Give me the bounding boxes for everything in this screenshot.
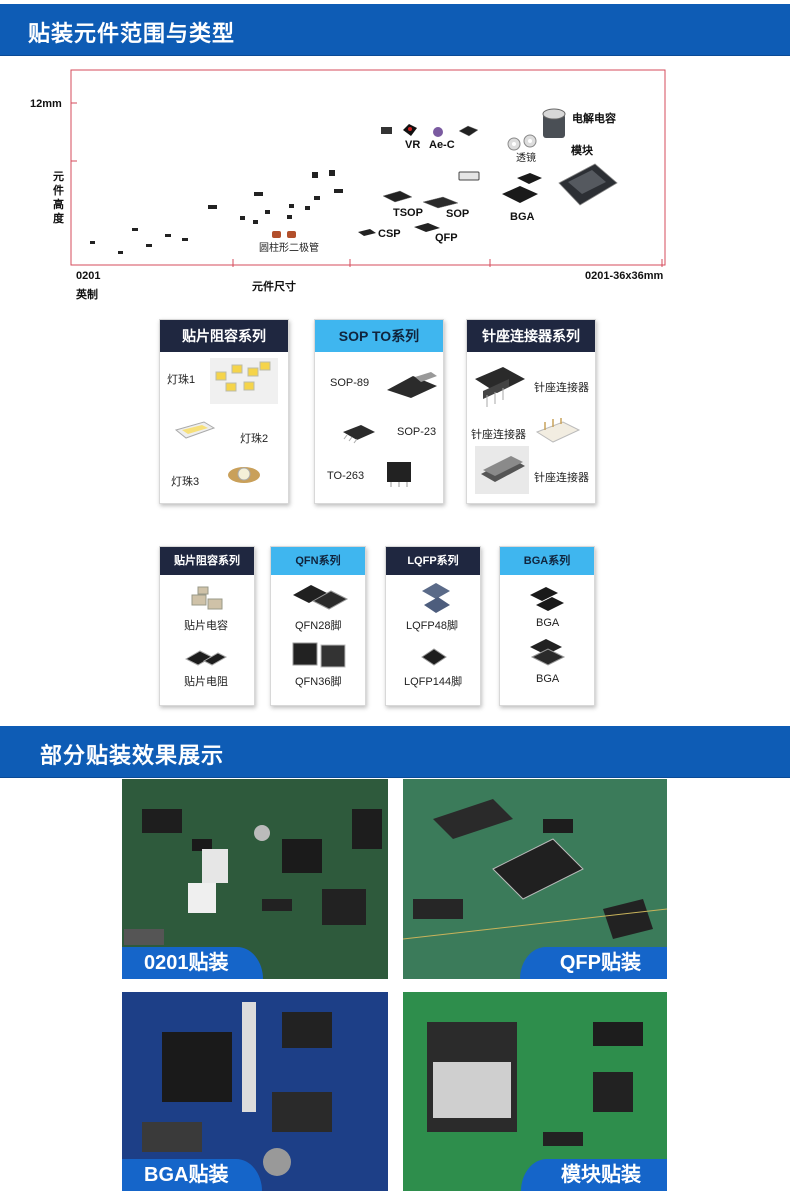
card-sop-to-series: SOP TO系列 SOP-89 SOP-23 TO-263	[314, 319, 444, 504]
item-label: LQFP144脚	[404, 676, 463, 688]
card-title: QFN系列	[271, 547, 365, 575]
sop-chip-icon	[422, 196, 459, 209]
item-label: BGA	[536, 673, 560, 685]
card-lqfp-series: LQFP系列 LQFP48脚 LQFP144脚	[385, 546, 481, 706]
component-range-chart: 12mm 元 件 高 度 0201 英制 元件尺寸 0201-36x36mm 圆…	[30, 69, 666, 301]
photo-caption: 0201贴装	[122, 947, 263, 979]
section-title: 部分贴装效果展示	[40, 743, 225, 768]
electrolytic-capacitor-icon	[542, 108, 566, 138]
sop-89-image	[387, 372, 437, 398]
label-electrolytic: 电解电容	[572, 111, 616, 125]
section-banner-results: 部分贴装效果展示	[0, 726, 790, 778]
tsop-chip-icon	[382, 190, 413, 203]
bga-chip-icon	[502, 173, 542, 203]
label-bga: BGA	[510, 211, 535, 223]
card-qfn-series: QFN系列 QFN28脚 QFN36脚	[270, 546, 366, 706]
y-axis-label-4: 度	[53, 211, 65, 225]
bga-chip-image-2	[530, 639, 566, 666]
sop-23-image	[343, 425, 375, 444]
item-label: QFN36脚	[295, 676, 342, 688]
small-component-icons	[381, 124, 480, 181]
item-label: 针座连接器	[534, 382, 589, 394]
lqfp-144-image	[421, 648, 447, 666]
item-label: 贴片电阻	[184, 676, 228, 688]
item-label: SOP-23	[397, 426, 437, 438]
x-start-label: 0201	[76, 270, 100, 282]
to-263-image	[387, 462, 411, 487]
item-label: 针座连接器	[534, 472, 589, 484]
card-title: 贴片阻容系列	[160, 547, 254, 575]
label-aec: Ae-C	[429, 139, 455, 151]
cylinder-diode-icon	[272, 231, 296, 238]
y-axis-label-2: 件	[53, 183, 64, 197]
csp-chip-icon	[358, 229, 376, 236]
lens-icons	[507, 134, 537, 151]
item-label: 针座连接器	[471, 429, 526, 441]
card-bga-series: BGA系列 BGA BGA	[499, 546, 595, 706]
card-smd-rc-series: 贴片阻容系列 灯珠1 灯珠2 灯珠3	[159, 319, 289, 504]
photo-0201-placement: 0201贴装	[122, 779, 388, 979]
card-title: 针座连接器系列	[467, 320, 595, 352]
pin-connector-1-image	[475, 367, 525, 407]
x-axis-label: 元件尺寸	[252, 279, 296, 293]
item-label: SOP-89	[330, 377, 370, 389]
y-axis-label-1: 元	[53, 170, 64, 183]
item-label: QFN28脚	[295, 620, 342, 632]
chip-resistor-icons	[90, 170, 343, 254]
qfp-chip-icon	[414, 223, 440, 232]
pin-connector-3-image	[475, 446, 529, 494]
item-label: 灯珠1	[167, 374, 196, 386]
label-module: 模块	[571, 143, 594, 157]
item-label: LQFP48脚	[406, 620, 458, 632]
card-title: SOP TO系列	[315, 320, 443, 352]
label-tsop: TSOP	[393, 207, 423, 219]
card-pin-connector-series: 针座连接器系列 针座连接器 针座连接器 针座连接器	[466, 319, 596, 504]
smd-resistor-image	[184, 650, 228, 666]
section-title: 贴装元件范围与类型	[28, 21, 236, 46]
y-axis-label-3: 高	[53, 197, 64, 211]
photo-caption: QFP贴装	[519, 947, 667, 979]
label-lens: 透镜	[516, 151, 536, 164]
label-cylinder-diode: 圆柱形二极管	[259, 241, 319, 254]
card-smd-rc-series-2: 贴片阻容系列 贴片电容 贴片电阻	[159, 546, 255, 706]
card-title: BGA系列	[500, 547, 594, 575]
photo-qfp-placement: QFP贴装	[403, 779, 667, 979]
photo-module-placement: 模块贴装	[403, 992, 667, 1191]
photo-caption: BGA贴装	[122, 1159, 263, 1191]
card-title: LQFP系列	[386, 547, 480, 575]
label-sop: SOP	[446, 208, 469, 220]
item-label: 贴片电容	[184, 620, 228, 632]
item-label: BGA	[536, 617, 560, 629]
photo-bga-placement: BGA贴装	[122, 992, 388, 1191]
x-start-sub-label: 英制	[75, 287, 98, 301]
label-csp: CSP	[378, 228, 401, 240]
qfn-28-image	[293, 585, 349, 610]
led-bead-2-image	[174, 421, 216, 439]
item-label: 灯珠2	[240, 433, 269, 445]
section-banner-range: 贴装元件范围与类型	[0, 4, 790, 56]
y-tick-12mm: 12mm	[30, 98, 62, 110]
bga-chip-image-1	[530, 587, 564, 611]
led-bead-1-image	[210, 358, 278, 404]
item-label: TO-263	[327, 470, 365, 482]
lqfp-48-image	[422, 583, 450, 613]
item-label: 灯珠3	[171, 476, 200, 488]
pin-connector-2-image	[535, 418, 581, 443]
x-end-label: 0201-36x36mm	[585, 270, 664, 282]
smd-capacitor-image	[191, 586, 223, 610]
label-vr: VR	[405, 139, 420, 151]
led-bead-3-image	[228, 467, 260, 483]
label-qfp: QFP	[435, 232, 458, 244]
module-icon	[558, 163, 618, 206]
photo-caption: 模块贴装	[521, 1159, 667, 1191]
card-title: 贴片阻容系列	[160, 320, 288, 352]
qfn-36-image	[292, 642, 346, 668]
